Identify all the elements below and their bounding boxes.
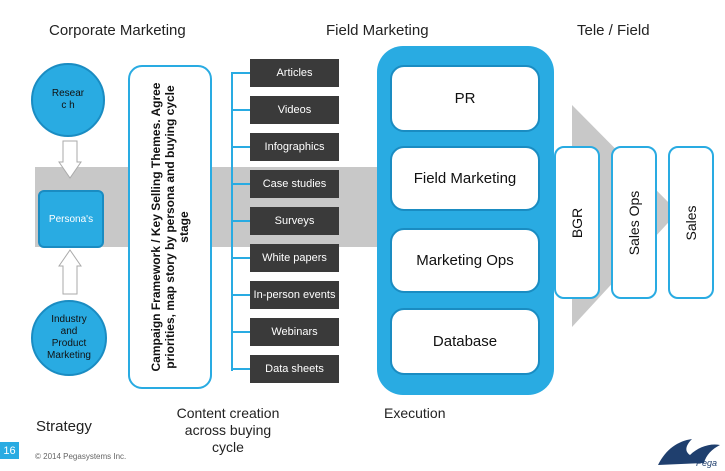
execution-box-pr: PR (390, 65, 540, 132)
tele-box-sales-ops: Sales Ops (611, 146, 657, 299)
research-label: Researc h (51, 88, 85, 111)
tele-label-sales-ops: Sales Ops (626, 190, 642, 255)
content-item-white-papers: White papers (250, 244, 339, 272)
industry-circle: Industry and Product Marketing (31, 300, 107, 376)
content-list: Articles Videos Infographics Case studie… (231, 59, 341, 389)
industry-label: Industry and Product Marketing (47, 314, 91, 361)
strategy-caption: Strategy (36, 418, 92, 435)
content-item-articles: Articles (250, 59, 339, 87)
heading-tele-field: Tele / Field (577, 22, 650, 39)
tele-box-bgr: BGR (554, 146, 600, 299)
heading-field-marketing: Field Marketing (326, 22, 429, 39)
execution-caption: Execution (384, 405, 446, 421)
content-item-in-person-events: In-person events (250, 281, 339, 309)
content-item-infographics: Infographics (250, 133, 339, 161)
content-item-webinars: Webinars (250, 318, 339, 346)
copyright-text: © 2014 Pegasystems Inc. (35, 452, 127, 461)
campaign-framework-text: Campaign Framework / Key Selling Themes.… (149, 82, 191, 372)
personas-box: Persona's (38, 190, 104, 248)
content-item-surveys: Surveys (250, 207, 339, 235)
heading-corporate-marketing: Corporate Marketing (49, 22, 186, 39)
tele-box-sales: Sales (668, 146, 714, 299)
personas-label: Persona's (48, 213, 94, 225)
tele-label-bgr: BGR (569, 207, 585, 238)
content-item-case-studies: Case studies (250, 170, 339, 198)
slide-number: 16 (0, 442, 19, 459)
arrow-down-icon (58, 140, 82, 179)
content-item-data-sheets: Data sheets (250, 355, 339, 383)
research-circle: Researc h (31, 63, 105, 137)
execution-box-database: Database (390, 308, 540, 375)
content-item-videos: Videos (250, 96, 339, 124)
svg-text:Pega: Pega (696, 458, 717, 468)
execution-box-marketing-ops: Marketing Ops (390, 228, 540, 293)
content-connector-line (231, 73, 233, 371)
arrow-up-icon (58, 249, 82, 295)
pega-logo-icon: Pega (658, 439, 720, 468)
execution-box-field-marketing: Field Marketing (390, 146, 540, 211)
content-creation-caption: Content creation across buying cycle (176, 405, 280, 455)
tele-label-sales: Sales (683, 204, 699, 241)
campaign-framework-box: Campaign Framework / Key Selling Themes.… (128, 65, 212, 389)
